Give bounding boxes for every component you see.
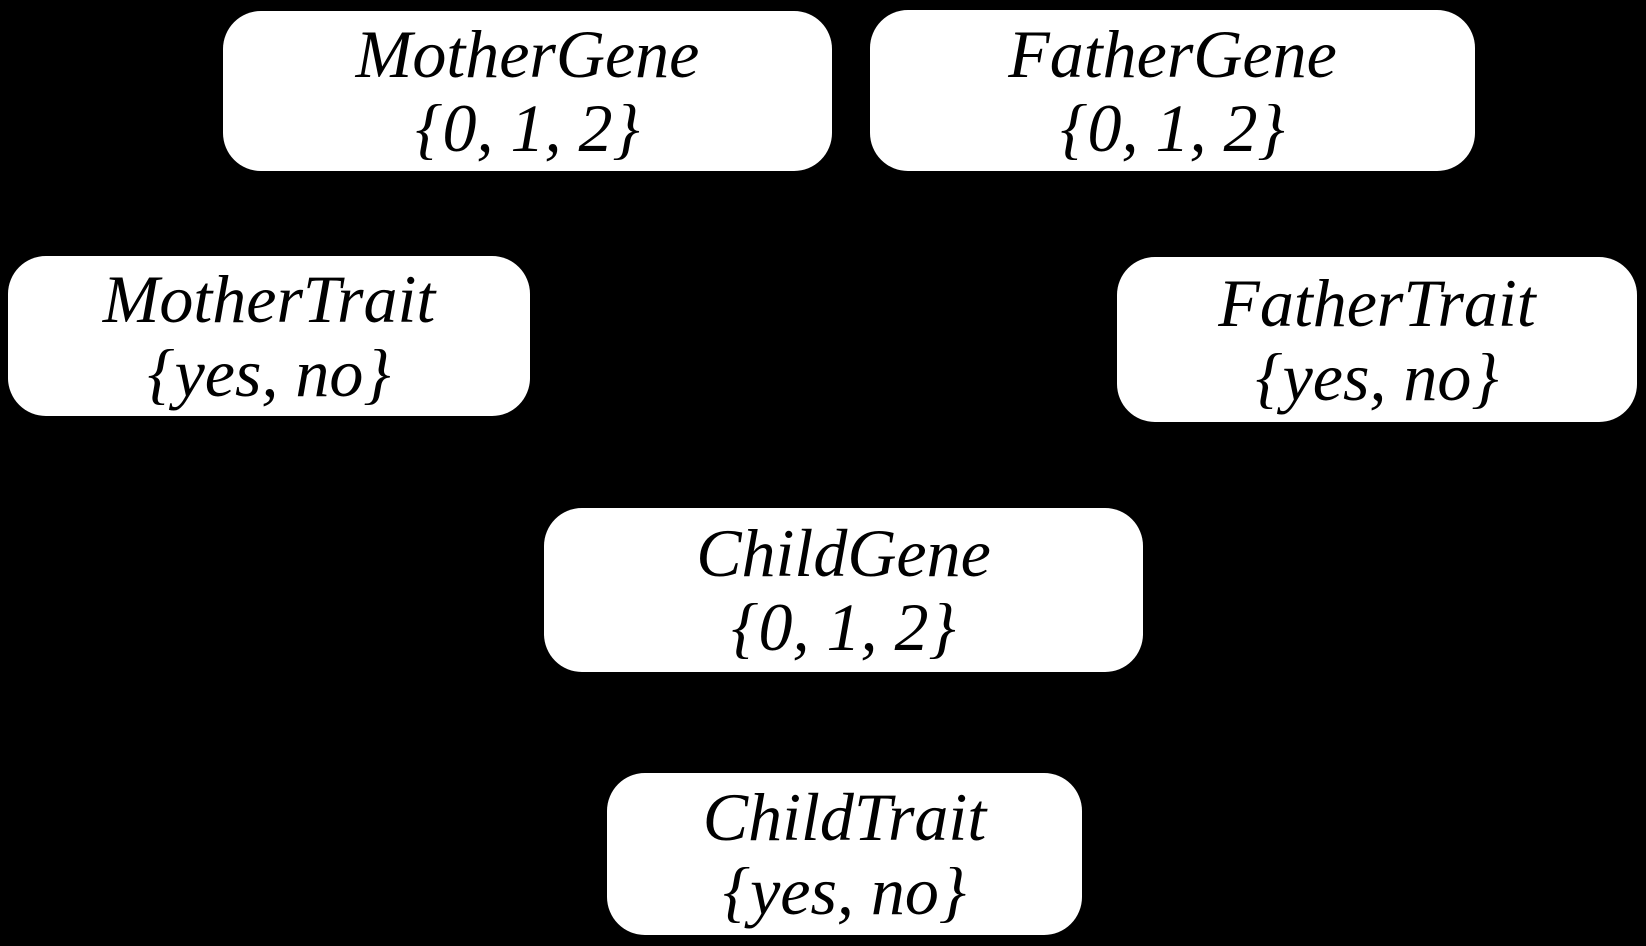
node-label: ChildTrait [702, 779, 987, 855]
node-domain: {yes, no} [1255, 338, 1499, 415]
node-domain: {yes, no} [722, 853, 967, 929]
node-child-gene: ChildGene {0, 1, 2} [544, 508, 1143, 672]
node-domain: {0, 1, 2} [731, 589, 956, 665]
node-label: FatherGene [1008, 15, 1337, 92]
node-domain: {0, 1, 2} [415, 90, 640, 166]
node-father-gene: FatherGene {0, 1, 2} [870, 10, 1475, 171]
node-label: ChildGene [696, 515, 991, 591]
node-domain: {0, 1, 2} [1060, 89, 1285, 166]
node-father-trait: FatherTrait {yes, no} [1117, 257, 1637, 422]
node-domain: {yes, no} [147, 335, 391, 411]
node-label: MotherGene [355, 16, 700, 92]
node-mother-trait: MotherTrait {yes, no} [8, 256, 530, 416]
node-label: MotherTrait [102, 261, 436, 337]
node-mother-gene: MotherGene {0, 1, 2} [223, 11, 832, 171]
node-label: FatherTrait [1218, 264, 1536, 341]
node-child-trait: ChildTrait {yes, no} [607, 773, 1082, 935]
